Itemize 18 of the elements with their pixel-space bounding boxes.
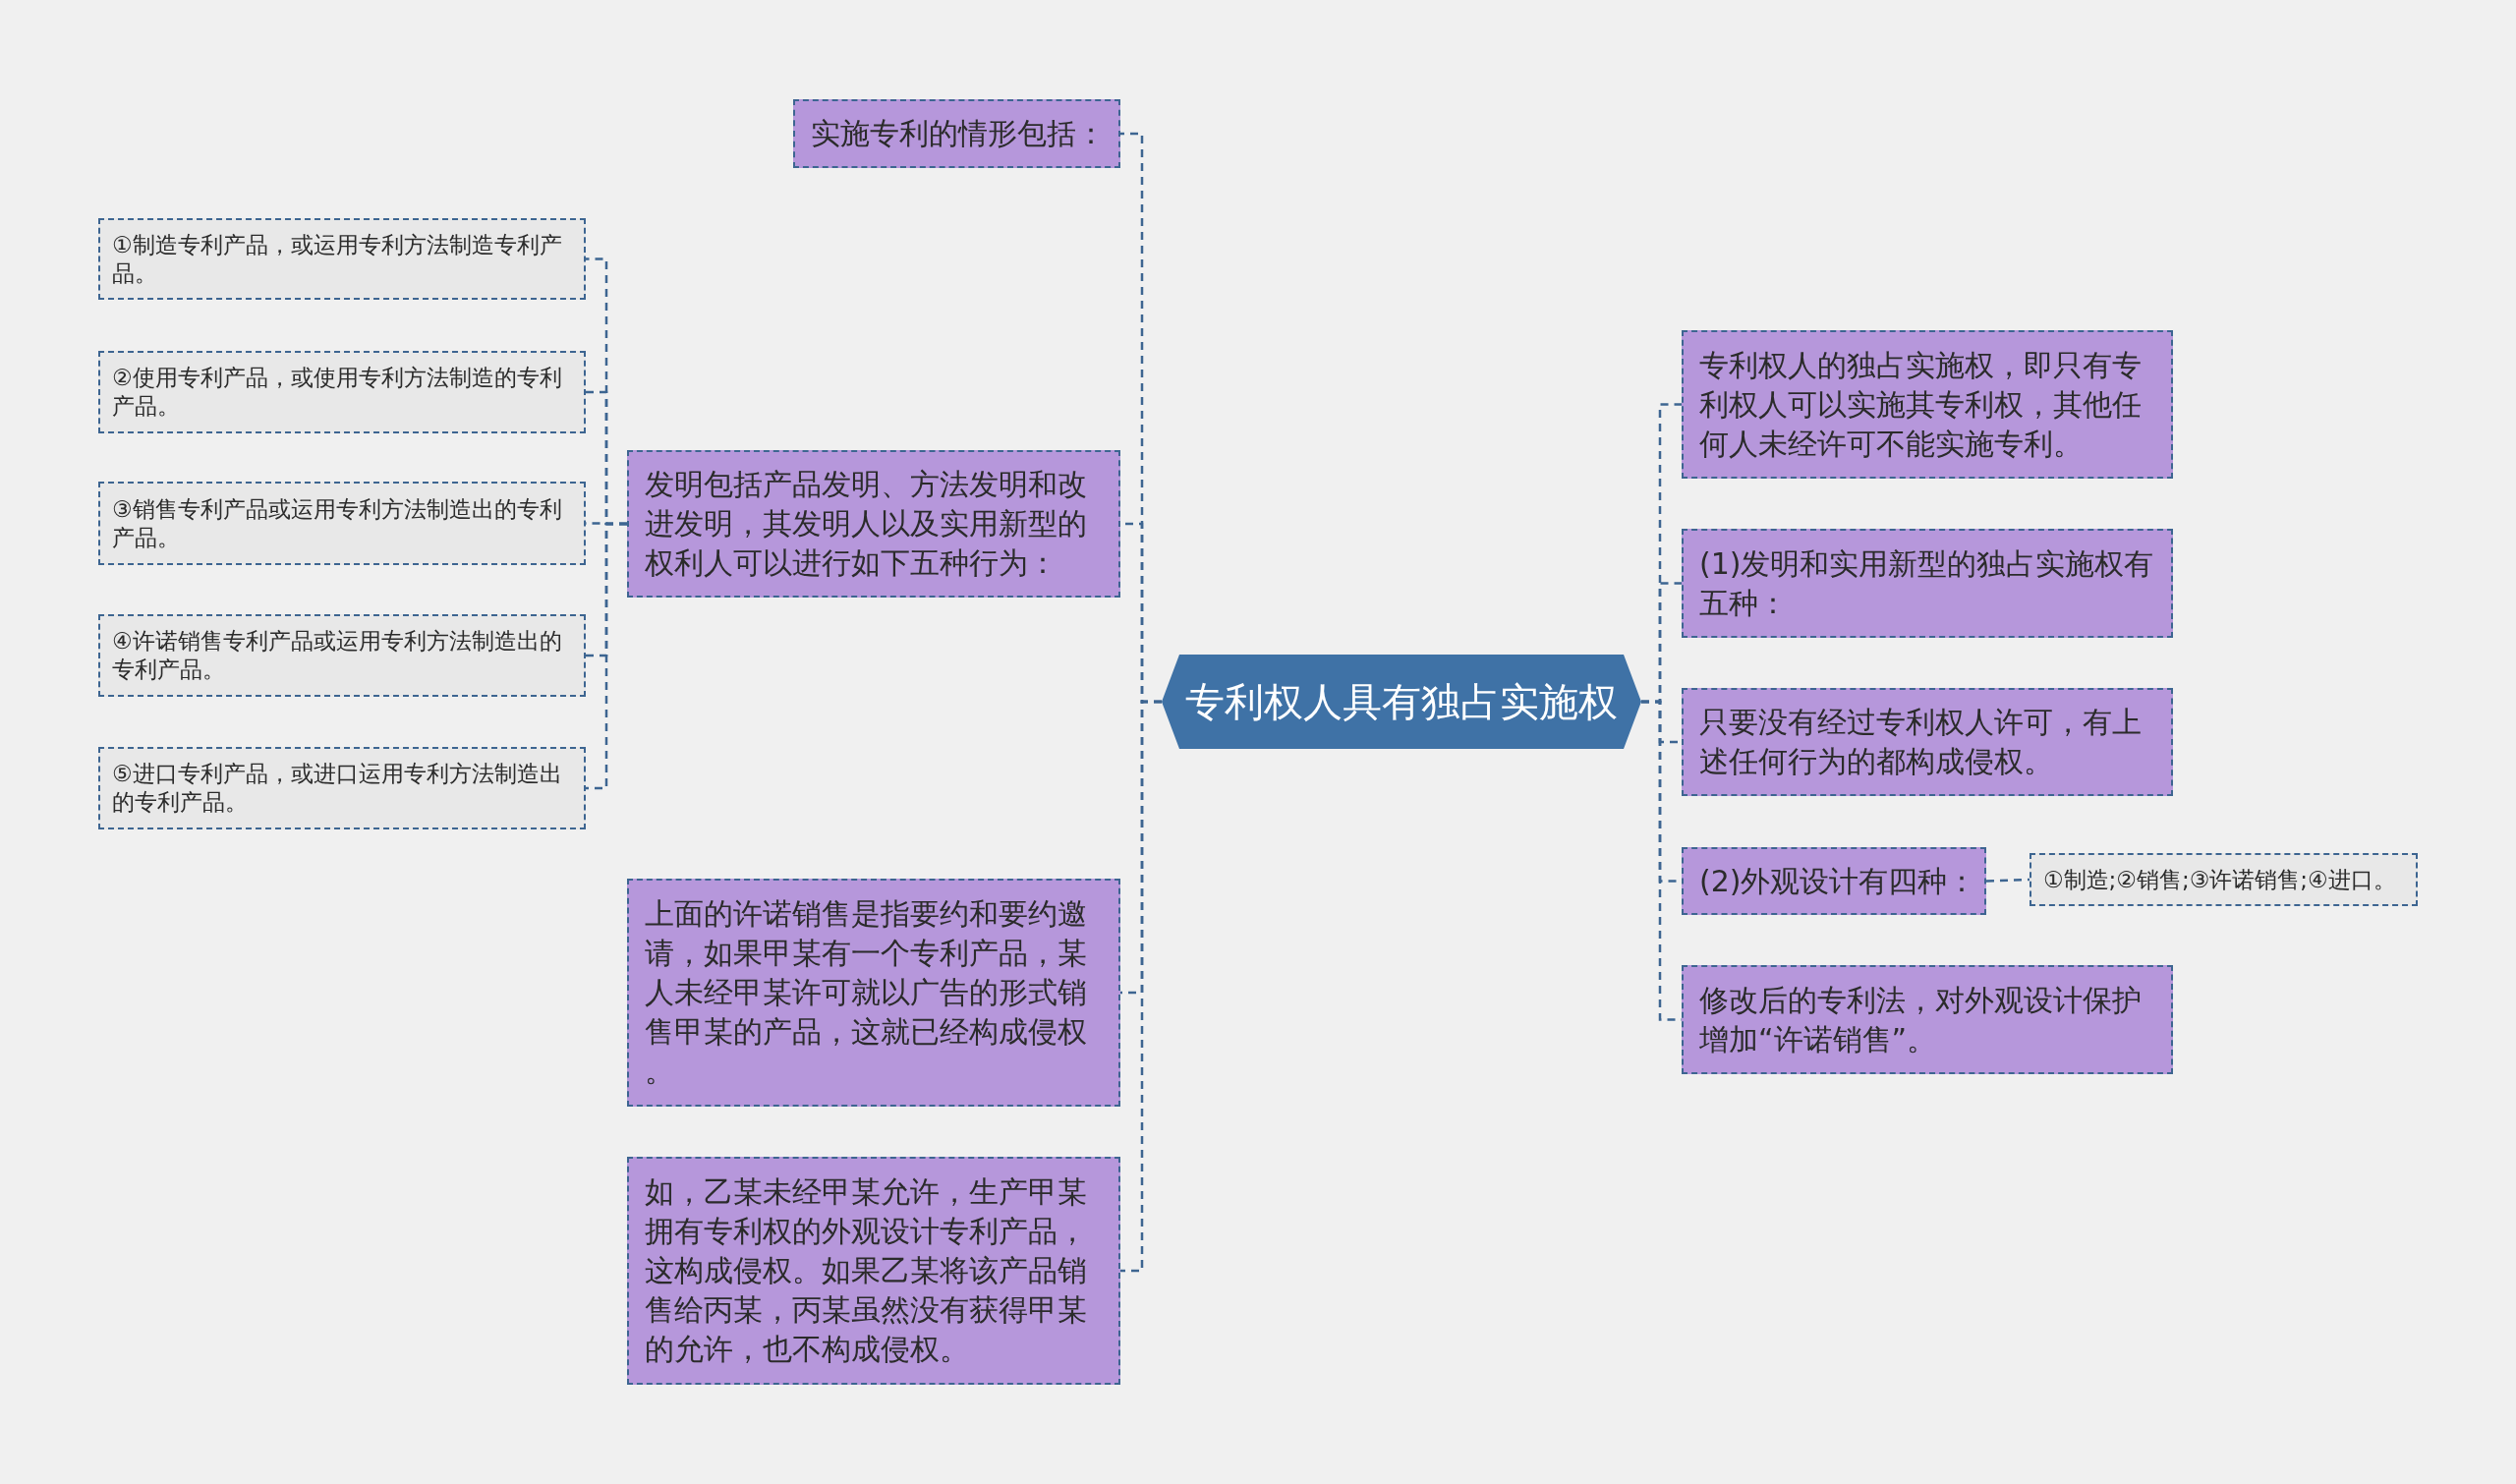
connector-line xyxy=(1120,700,1162,1273)
topic-box: 如，乙某未经甲某允许，生产甲某拥有专利权的外观设计专利产品，这构成侵权。如果乙某将该产品销售给丙某，丙某虽然没有获得甲某的允许，也不构成侵权。 xyxy=(627,1157,1120,1385)
topic-box: 专利权人的独占实施权，即只有专利权人可以实施其专利权，其他任何人未经许可不能实施专利。 xyxy=(1682,330,2173,479)
subtopic-box: ⑤进口专利产品，或进口运用专利方法制造出的专利产品。 xyxy=(98,747,586,829)
connector-line xyxy=(586,522,627,790)
subtopic-box: ④许诺销售专利产品或运用专利方法制造出的专利产品。 xyxy=(98,614,586,697)
topic-box: (2)外观设计有四种： xyxy=(1682,847,1986,915)
subtopic-box: ①制造专利产品，或运用专利方法制造专利产品。 xyxy=(98,218,586,300)
topic-box: 上面的许诺销售是指要约和要约邀请，如果甲某有一个专利产品，某人未经甲某许可就以广告的形式销售甲某的产品，这就已经构成侵权。 xyxy=(627,879,1120,1107)
topic-box: 修改后的专利法，对外观设计保护增加“许诺销售”。 xyxy=(1682,965,2173,1074)
subtopic-box: ②使用专利产品，或使用专利方法制造的专利产品。 xyxy=(98,351,586,433)
subtopic-box: ①制造;②销售;③许诺销售;④进口。 xyxy=(2030,853,2418,906)
connector-line xyxy=(1985,878,2030,883)
subtopic-box: ③销售专利产品或运用专利方法制造出的专利产品。 xyxy=(98,482,586,565)
topic-box: 发明包括产品发明、方法发明和改进发明，其发明人以及实用新型的权利人可以进行如下五种行为： xyxy=(627,450,1120,598)
topic-box: (1)发明和实用新型的独占实施权有五种： xyxy=(1682,529,2173,638)
topic-box: 实施专利的情形包括： xyxy=(793,99,1120,168)
topic-box: 只要没有经过专利权人许可，有上述任何行为的都构成侵权。 xyxy=(1682,688,2173,796)
